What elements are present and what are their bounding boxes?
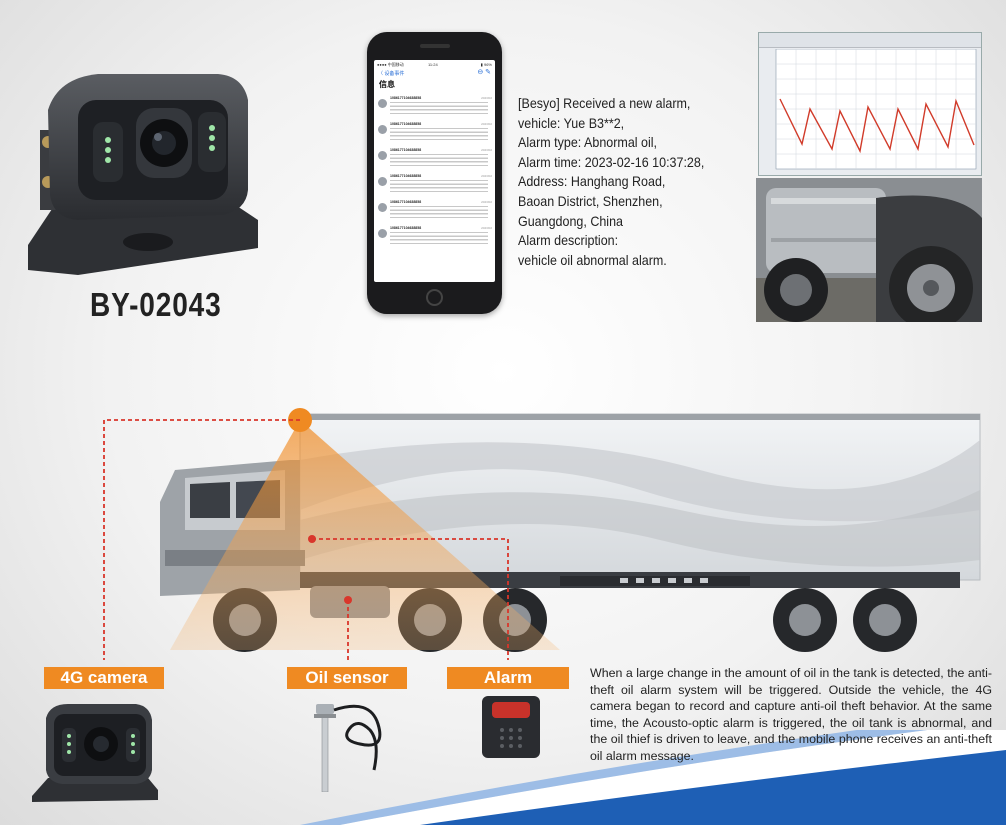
alarm-message: [Besyo] Received a new alarm, vehicle: Y…: [518, 96, 705, 268]
truck-diagram: [103, 408, 981, 660]
status-time: 11:24: [428, 62, 438, 67]
avatar: [378, 203, 387, 212]
acousto-optic-alarm-icon: [482, 696, 540, 758]
avatar: [378, 151, 387, 160]
label-alarm: Alarm: [447, 667, 569, 689]
home-button[interactable]: [426, 289, 443, 306]
list-item[interactable]: 1086177104638858 2023/02: [378, 96, 492, 120]
phone-screen: ●●●● 中国移动 11:24 ▮ 96% 〈 设备事件 ⊖ ✎ 信息 1086…: [374, 60, 495, 282]
decorative-swoosh: [300, 730, 1006, 825]
nav-icons[interactable]: ⊖ ✎: [477, 69, 491, 76]
list-item[interactable]: 1086177104638858 2023/02: [378, 122, 492, 146]
oil-sensor-icon: [314, 704, 382, 792]
system-description: When a large change in the amount of oil…: [590, 666, 992, 763]
car-camera-icon: [32, 704, 158, 802]
truck-tank-photo: [756, 178, 982, 322]
camera-product-image: [28, 74, 258, 275]
monitor-toolbar: [759, 33, 981, 48]
list-item[interactable]: 1086177104638858 2023/02: [378, 148, 492, 172]
phone-speaker: [420, 44, 450, 48]
avatar: [378, 229, 387, 238]
avatar: [378, 125, 387, 134]
status-carrier: ●●●● 中国移动: [377, 62, 404, 67]
messages-title: 信息: [379, 80, 395, 89]
list-item[interactable]: 1086177104638858 2023/02: [378, 200, 492, 224]
avatar: [378, 177, 387, 186]
oil-level-graph: [775, 49, 977, 170]
model-number: BY-02043: [90, 286, 222, 323]
label-4g-camera: 4G camera: [44, 667, 164, 689]
phone-mockup: ●●●● 中国移动 11:24 ▮ 96% 〈 设备事件 ⊖ ✎ 信息 1086…: [367, 32, 502, 314]
status-battery: ▮ 96%: [480, 62, 492, 67]
list-item[interactable]: 1086177104638858 2023/02: [378, 226, 492, 250]
back-button[interactable]: 〈 设备事件: [378, 71, 405, 77]
list-item[interactable]: 1086177104638858 2023/02: [378, 174, 492, 198]
label-oil-sensor: Oil sensor: [287, 667, 407, 689]
oil-monitor-screenshot: [758, 32, 982, 176]
avatar: [378, 99, 387, 108]
